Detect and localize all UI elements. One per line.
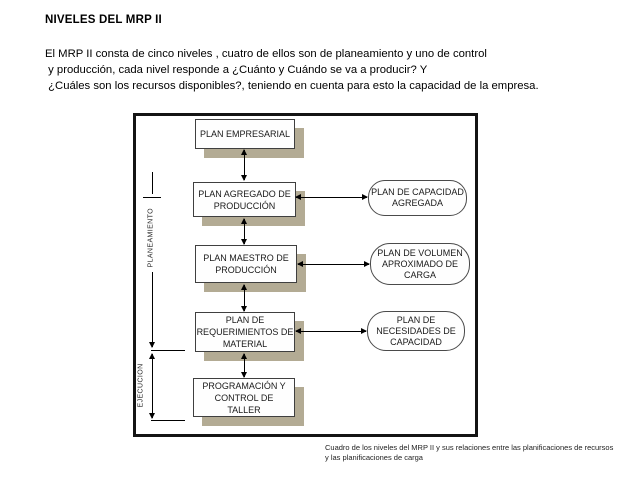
node-plan-agregado-produccion: PLAN AGREGADO DE PRODUCCIÓN [193,182,296,217]
connector-agregado-capacidad [295,194,368,200]
node-plan-capacidad-agregada: PLAN DE CAPACIDAD AGREGADA [368,180,467,216]
connector-empresarial-agregado [241,149,247,181]
node-plan-maestro-produccion: PLAN MAESTRO DE PRODUCCIÓN [195,245,297,283]
node-plan-empresarial: PLAN EMPRESARIAL [195,119,295,149]
node-plan-necesidades-capacidad: PLAN DE NECESIDADES DE CAPACIDAD [367,311,465,351]
connector-requerimientos-programacion [241,353,247,378]
planning-phase-label: PLANEAMIENTO [147,207,155,268]
planning-bracket-top-tick [143,197,161,198]
planning-bracket-arrow [149,272,155,348]
intro-paragraph: El MRP II consta de cinco niveles , cuat… [45,48,539,92]
figure-caption: Cuadro de los niveles del MRP II y sus r… [325,443,614,462]
planning-bracket-top-line [152,172,153,194]
execution-bracket-arrow [149,353,155,419]
page-title: NIVELES DEL MRP II [45,14,162,26]
connector-agregado-maestro [241,218,247,245]
node-programacion-control-taller: PROGRAMACIÓN Y CONTROL DE TALLER [193,378,295,417]
node-plan-volumen-carga: PLAN DE VOLUMEN APROXIMADO DE CARGA [370,243,470,285]
connector-maestro-requerimientos [241,284,247,312]
planning-execution-divider-tick [151,350,185,351]
connector-requerimientos-necesidades [295,328,367,334]
execution-phase-label: EJECUCION [137,363,145,408]
execution-bracket-bottom-tick [151,420,185,421]
connector-maestro-volumen [297,261,370,267]
node-plan-requerimientos-material: PLAN DE REQUERIMIENTOS DE MATERIAL [195,312,295,352]
